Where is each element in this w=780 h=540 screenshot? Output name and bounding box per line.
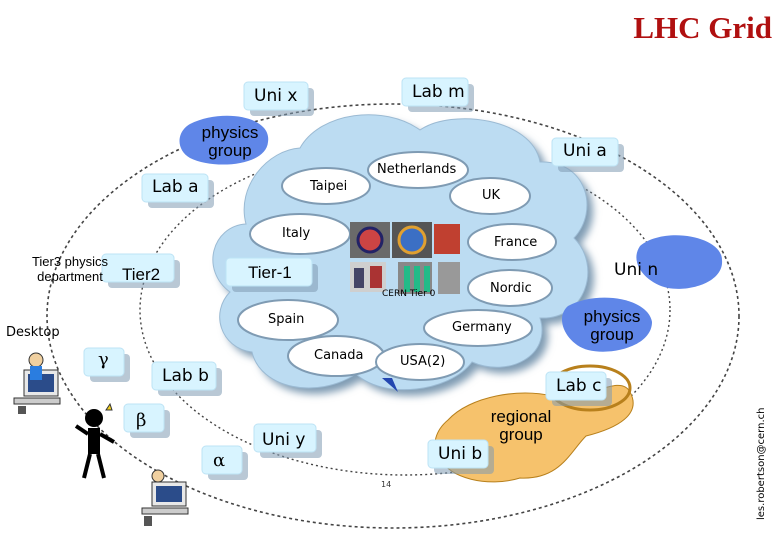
workstation-icon bbox=[142, 470, 188, 526]
taipei-label: Taipei bbox=[310, 179, 347, 194]
italy-label: Italy bbox=[282, 226, 310, 241]
germany-label: Germany bbox=[452, 320, 512, 335]
workstation-icon bbox=[14, 353, 60, 414]
tier1-label: Tier-1 bbox=[248, 263, 292, 283]
netherlands-label: Netherlands bbox=[377, 162, 456, 177]
uk-label: UK bbox=[482, 188, 500, 203]
lab-b-label: Lab b bbox=[162, 366, 209, 386]
uni-x-label: Uni x bbox=[254, 86, 297, 106]
person-icon bbox=[76, 404, 114, 478]
regional-group-label: regional group bbox=[484, 408, 558, 444]
uni-b-label: Uni b bbox=[438, 444, 482, 464]
uni-y-label: Uni y bbox=[262, 430, 305, 450]
usa-label: USA(2) bbox=[400, 354, 445, 369]
lab-c-label: Lab c bbox=[556, 376, 601, 396]
physics-group-label-top: physics group bbox=[192, 124, 268, 160]
uni-a-label: Uni a bbox=[563, 141, 607, 161]
lab-m-label: Lab m bbox=[412, 82, 465, 102]
physics-group-label-right: physics group bbox=[572, 308, 652, 344]
nordic-label: Nordic bbox=[490, 281, 532, 296]
desktop-label: Desktop bbox=[6, 325, 60, 340]
lab-a-label: Lab a bbox=[152, 177, 199, 197]
gamma-label: γ bbox=[98, 349, 109, 370]
uni-n-label: Uni n bbox=[614, 260, 658, 280]
canada-label: Canada bbox=[314, 348, 363, 363]
spain-label: Spain bbox=[268, 312, 304, 327]
author-email: les.robertson@cern.ch bbox=[756, 408, 767, 520]
alpha-label: α bbox=[213, 450, 225, 471]
tier3-label: Tier3 physics department bbox=[28, 254, 112, 284]
tier2-label: Tier2 bbox=[122, 265, 160, 285]
page-number: 14 bbox=[381, 480, 391, 489]
beta-label: β bbox=[136, 410, 146, 431]
france-label: France bbox=[494, 235, 537, 250]
cern-tier0-label: CERN Tier 0 bbox=[382, 289, 435, 299]
